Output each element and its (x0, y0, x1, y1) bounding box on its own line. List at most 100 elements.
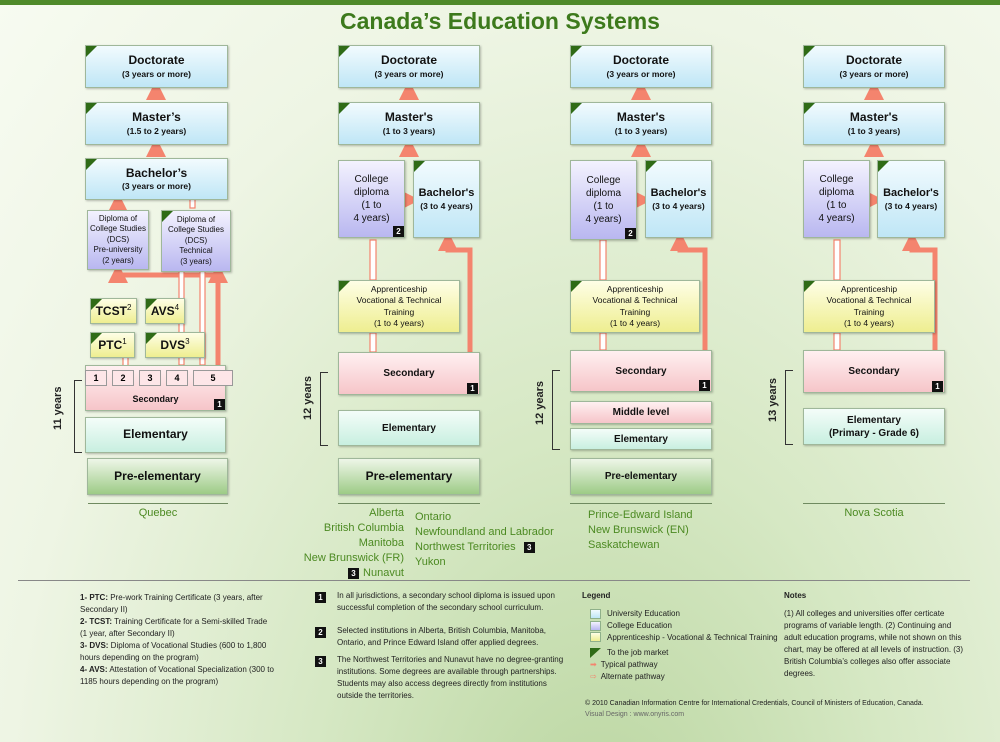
quebec-masters-box: Master’s(1.5 to 2 years) (85, 102, 228, 145)
legend-label: Alternate pathway (600, 672, 665, 681)
box-subtitle: (3 to 4 years) (420, 200, 473, 211)
line: (1 to (361, 200, 382, 211)
footnote-2: Selected institutions in Alberta, Britis… (337, 626, 546, 647)
college-swatch (590, 620, 601, 631)
legend-title: Legend (582, 591, 611, 600)
ptc-box: PTC1 (90, 332, 135, 358)
box-title: Elementary (123, 427, 188, 442)
region: New Brunswick (FR) (303, 552, 404, 564)
col4-doctorate-box: Doctorate(3 years or more) (803, 45, 945, 88)
box-title: Pre-elementary (114, 468, 201, 483)
box-subtitle: (3 years or more) (122, 181, 191, 192)
line: Vocational & Technical (592, 295, 678, 306)
col3-masters-box: Master's(1 to 3 years) (570, 102, 712, 145)
region: British Columbia (323, 522, 404, 534)
grade-5: 5 (193, 370, 233, 386)
box-title: Secondary (615, 365, 667, 377)
alternate-pathway-icon: ⇨ (590, 672, 597, 681)
box-title: Secondary (848, 366, 900, 377)
box-title: Doctorate (845, 53, 902, 68)
line: (1 to 4 years) (843, 317, 895, 328)
footnote-marker-1: 1 (214, 399, 225, 410)
footnote-marker-3: 3 (348, 568, 360, 579)
box-title: Elementary (847, 414, 901, 426)
quebec-elementary-box: Elementary (85, 417, 226, 453)
col4-masters-box: Master's(1 to 3 years) (803, 102, 945, 145)
grade-1: 1 (85, 370, 107, 386)
region: New Brunswick (EN) (588, 524, 689, 536)
region: Alberta (369, 507, 404, 519)
line: diploma (818, 187, 855, 198)
line: College (354, 174, 389, 185)
quebec-pre-elementary-box: Pre-elementary (87, 458, 228, 495)
divider (803, 503, 945, 504)
box-subtitle: (1 to 3 years) (614, 125, 668, 136)
footnote-marker-3: 3 (315, 656, 326, 667)
region: Newfoundland and Labrador (415, 526, 554, 538)
legend-label: To the job market (607, 648, 669, 657)
col2-elementary-box: Elementary (338, 410, 480, 446)
footnote-marker-1: 1 (699, 380, 710, 391)
box-title: Bachelor's (650, 187, 707, 200)
box-title: Master’s (132, 110, 181, 125)
line: (1 to (593, 201, 614, 212)
job-market-icon (590, 647, 601, 658)
line: (3 years) (180, 256, 212, 266)
years-label: 11 years (52, 386, 64, 430)
abbr-key: 1- PTC: (80, 593, 108, 602)
line: Training (619, 306, 651, 317)
abbr-key: 4- AVS: (80, 665, 108, 674)
legend-label: College Education (607, 621, 672, 630)
years-bracket (785, 370, 793, 445)
legend: Legend University Education College Educ… (582, 590, 782, 683)
col2-secondary-box: Secondary (338, 352, 480, 395)
divider (570, 503, 712, 504)
box-title: Middle level (612, 407, 670, 418)
line: Pre-university (93, 245, 143, 255)
quebec-bachelors-box: Bachelor’s(3 years or more) (85, 158, 228, 200)
box-title: Doctorate (612, 53, 669, 68)
footnote-marker-1: 1 (467, 383, 478, 394)
region-quebec: Quebec (138, 507, 178, 519)
line: (DCS) (106, 234, 130, 244)
box-title: Doctorate (128, 53, 185, 68)
divider (88, 503, 228, 504)
abbr-text: Training Certificate for a Semi-skilled … (80, 617, 268, 638)
legend-label: Typical pathway (600, 660, 658, 669)
design-credit: Visual Design : www.onyris.com (585, 711, 685, 718)
box-subtitle: (1.5 to 2 years) (126, 125, 187, 136)
footnote-ref: 2 (126, 302, 132, 312)
notes: Notes (1) All colleges and universities … (784, 590, 964, 680)
col3-bachelors-box: Bachelor's(3 to 4 years) (645, 160, 712, 238)
box-title: PTC (98, 337, 123, 352)
box-title: Bachelor’s (125, 165, 188, 180)
box-subtitle: (1 to 3 years) (847, 125, 901, 136)
col2-bachelors-box: Bachelor's(3 to 4 years) (413, 160, 480, 238)
copyright: © 2010 Canadian Information Centre for I… (585, 700, 924, 707)
grade-4: 4 (166, 370, 188, 386)
region: Prince-Edward Island (588, 509, 693, 521)
box-title: Master's (849, 110, 899, 125)
box-title: Bachelor's (418, 187, 475, 200)
abbr-text: Attestation of Vocational Specialization… (80, 665, 274, 686)
footnote-marker-2: 2 (315, 627, 326, 638)
line: Vocational & Technical (356, 295, 442, 306)
line: Diploma of (176, 215, 216, 225)
col3-middle-level-box: Middle level (570, 401, 712, 424)
divider (338, 503, 480, 504)
box-title: Bachelor's (883, 187, 939, 200)
line: College Studies (167, 225, 225, 235)
line: Diploma of (98, 214, 138, 224)
abbr-text: Diploma of Vocational Studies (600 to 1,… (80, 641, 267, 662)
line: College (586, 175, 621, 186)
line: Apprenticeship (370, 284, 428, 295)
col2-doctorate-box: Doctorate(3 years or more) (338, 45, 480, 88)
quebec-doctorate-box: Doctorate(3 years or more) (85, 45, 228, 88)
line: (1 to (826, 200, 847, 211)
